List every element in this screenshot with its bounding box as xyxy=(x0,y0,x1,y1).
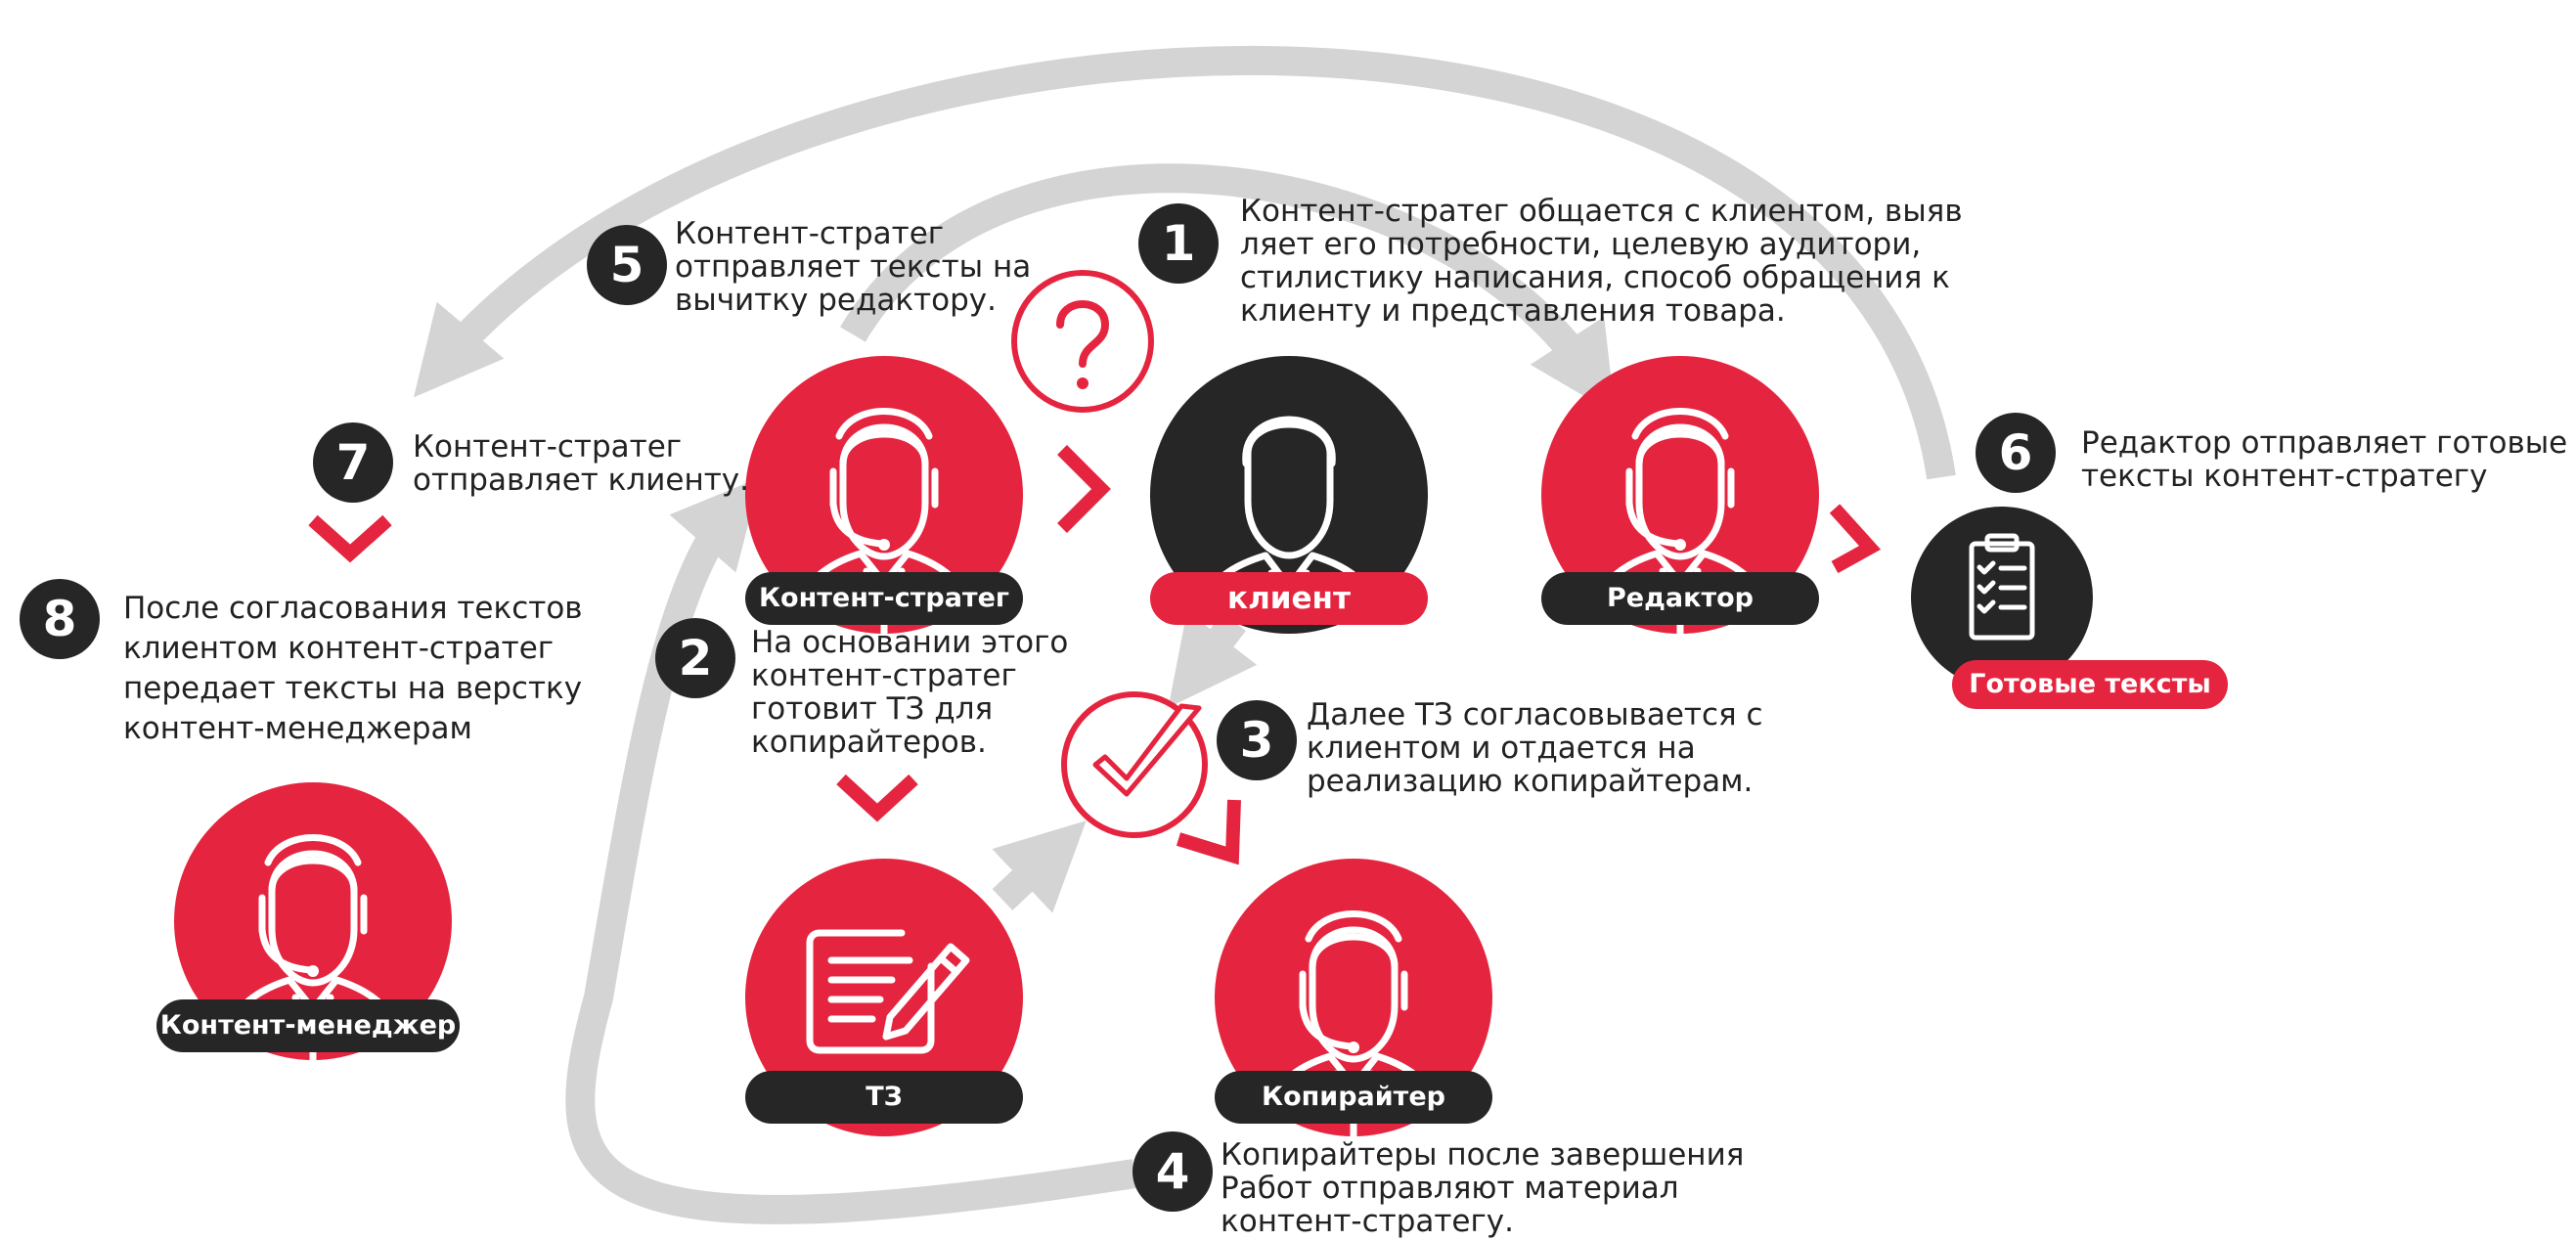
editor-label: Редактор xyxy=(1541,572,1819,625)
step-2-badge: 2 xyxy=(655,618,735,698)
chevron-icon xyxy=(1829,504,1882,574)
flow-arrow-inner xyxy=(840,163,1616,415)
step-1-badge: 1 xyxy=(1138,203,1219,284)
flow-arrow-tz-to-check xyxy=(992,820,1087,913)
chevron-icon xyxy=(1176,799,1241,865)
flow-arrow-outer xyxy=(413,45,1956,480)
step-7-badge: 7 xyxy=(313,422,393,503)
step-3-badge: 3 xyxy=(1217,700,1297,780)
document-pen-icon xyxy=(806,929,970,1054)
tz-label: ТЗ xyxy=(745,1071,1023,1124)
step-8-badge: 8 xyxy=(20,579,100,659)
copywriter-label: Копирайтер xyxy=(1215,1071,1492,1124)
step-4-badge: 4 xyxy=(1133,1131,1213,1212)
chevron-icon xyxy=(1057,445,1111,533)
clipboard-checklist-icon xyxy=(1969,533,2035,641)
content-manager-label: Контент-менеджер xyxy=(156,999,460,1052)
step-5-badge: 5 xyxy=(587,225,667,305)
chevron-icon xyxy=(836,774,918,822)
flow-arrow-client-to-check xyxy=(1168,610,1258,708)
question-mark-icon xyxy=(1011,270,1154,413)
chevron-icon xyxy=(308,514,392,563)
step-6-badge: 6 xyxy=(1976,413,2056,493)
content-strategist-label: Контент-стратег xyxy=(745,572,1023,625)
client-label: клиент xyxy=(1150,572,1428,625)
checkmark-circle-icon xyxy=(1061,691,1208,838)
ready-texts-label: Готовые тексты xyxy=(1952,660,2228,709)
step-1-text: Контент-стратег общается с клиентом, выя… xyxy=(1240,194,1963,329)
ready-texts-node xyxy=(1911,507,2093,688)
